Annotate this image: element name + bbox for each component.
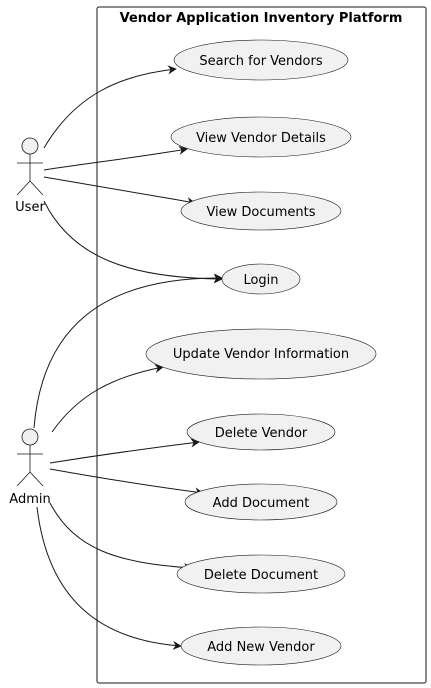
- association-user-login: [43, 200, 223, 284]
- association-user-view-documents: [43, 176, 196, 206]
- association-admin-delete-document: [49, 502, 193, 572]
- use-case-label: Search for Vendors: [199, 54, 322, 69]
- use-case-view-documents[interactable]: View Documents: [180, 191, 342, 231]
- use-case-login[interactable]: Login: [221, 263, 301, 295]
- use-case-add-document[interactable]: Add Document: [184, 483, 338, 521]
- actor-user[interactable]: User: [15, 137, 45, 215]
- association-user-view-vendor-details: [43, 145, 188, 171]
- use-case-update-vendor-information[interactable]: Update Vendor Information: [145, 328, 377, 380]
- actor-admin-icon: [16, 428, 44, 487]
- association-admin-add-document: [49, 468, 204, 497]
- use-case-label: View Documents: [206, 205, 315, 220]
- actor-label: User: [15, 200, 45, 215]
- use-case-label: Delete Vendor: [215, 426, 308, 441]
- actor-admin[interactable]: Admin: [9, 428, 51, 507]
- use-case-search-vendors[interactable]: Search for Vendors: [173, 39, 349, 81]
- association-admin-update-vendor-info: [51, 364, 164, 433]
- actor-label: Admin: [9, 492, 50, 507]
- use-case-label: Delete Document: [204, 568, 318, 583]
- association-admin-add-new-vendor: [36, 506, 182, 650]
- use-case-label: Add Document: [213, 496, 310, 511]
- association-user-search-vendors: [43, 65, 177, 149]
- use-case-label: View Vendor Details: [196, 131, 326, 146]
- association-admin-delete-vendor: [49, 438, 200, 464]
- association-layer: [33, 65, 223, 650]
- use-case-delete-vendor[interactable]: Delete Vendor: [186, 413, 336, 451]
- association-admin-login: [33, 273, 223, 429]
- use-case-delete-document[interactable]: Delete Document: [176, 554, 346, 594]
- use-case-label: Add New Vendor: [207, 640, 315, 655]
- use-case-label: Login: [243, 273, 278, 288]
- use-case-add-new-vendor[interactable]: Add New Vendor: [180, 626, 342, 666]
- actor-user-icon: [16, 137, 44, 196]
- system-title: Vendor Application Inventory Platform: [120, 11, 403, 26]
- use-case-label: Update Vendor Information: [173, 347, 349, 362]
- use-case-view-vendor-details[interactable]: View Vendor Details: [170, 116, 352, 158]
